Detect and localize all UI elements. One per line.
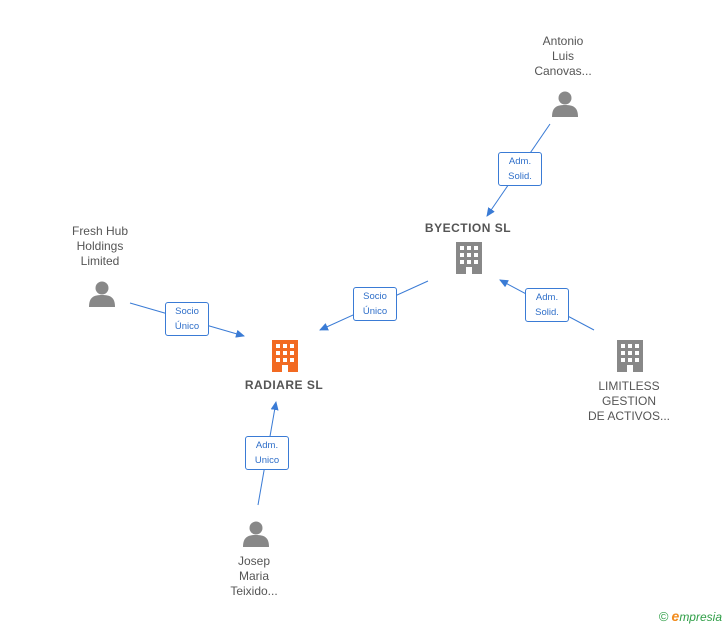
label-line: RADIARE SL: [244, 378, 324, 392]
edge-label-antonio-byection[interactable]: Adm. Solid.: [498, 152, 542, 186]
label-line: Antonio: [542, 34, 584, 48]
edge-label-limitless-byection[interactable]: Adm. Solid.: [525, 288, 569, 322]
node-label-limitless[interactable]: LIMITLESS GESTION DE ACTIVOS...: [559, 379, 699, 424]
edge-label-line: Único: [362, 306, 388, 317]
building-icon: [456, 242, 482, 274]
empresia-logo[interactable]: ©empresia: [659, 608, 722, 624]
person-icon: [552, 91, 578, 117]
edge-label-byection-radiare[interactable]: Socio Único: [353, 287, 397, 321]
label-line: Canovas...: [534, 64, 592, 78]
edge-label-josep-radiare[interactable]: Adm. Unico: [245, 436, 289, 470]
label-line: Fresh Hub: [71, 224, 129, 238]
edge-label-line: Solid.: [535, 307, 559, 318]
label-line: Luis: [551, 49, 574, 63]
node-label-fresh-hub[interactable]: Fresh Hub Holdings Limited: [30, 224, 170, 269]
edge-label-line: Solid.: [508, 171, 532, 182]
edge-label-line: Único: [174, 321, 200, 332]
node-label-antonio[interactable]: Antonio Luis Canovas...: [493, 34, 633, 79]
edge-label-line: Adm.: [255, 440, 279, 451]
label-line: Teixido...: [230, 584, 278, 598]
label-line: GESTION: [601, 394, 656, 408]
label-line: Holdings: [76, 239, 124, 253]
node-label-radiare[interactable]: RADIARE SL: [214, 378, 354, 393]
building-icon: [617, 340, 643, 372]
person-icon: [243, 521, 269, 547]
edge-label-line: Adm.: [508, 156, 532, 167]
building-icon: [272, 340, 298, 372]
brand-name-rest: mpresia: [679, 610, 722, 624]
label-line: Josep: [237, 554, 271, 568]
edge-label-line: Adm.: [535, 292, 559, 303]
edge-label-line: Socio: [363, 291, 387, 302]
label-line: DE ACTIVOS...: [587, 409, 671, 423]
label-line: Maria: [238, 569, 269, 583]
label-line: Limited: [80, 254, 120, 268]
node-label-byection[interactable]: BYECTION SL: [398, 221, 538, 236]
brand-first-letter: e: [671, 608, 680, 624]
edge-label-line: Unico: [254, 455, 280, 466]
node-label-josep[interactable]: Josep Maria Teixido...: [184, 554, 324, 599]
label-line: LIMITLESS: [598, 379, 660, 393]
person-icon: [89, 281, 115, 307]
edge-label-fresh-radiare[interactable]: Socio Único: [165, 302, 209, 336]
label-line: BYECTION SL: [424, 221, 512, 235]
edge-label-line: Socio: [175, 306, 199, 317]
copyright-symbol: ©: [658, 609, 669, 624]
